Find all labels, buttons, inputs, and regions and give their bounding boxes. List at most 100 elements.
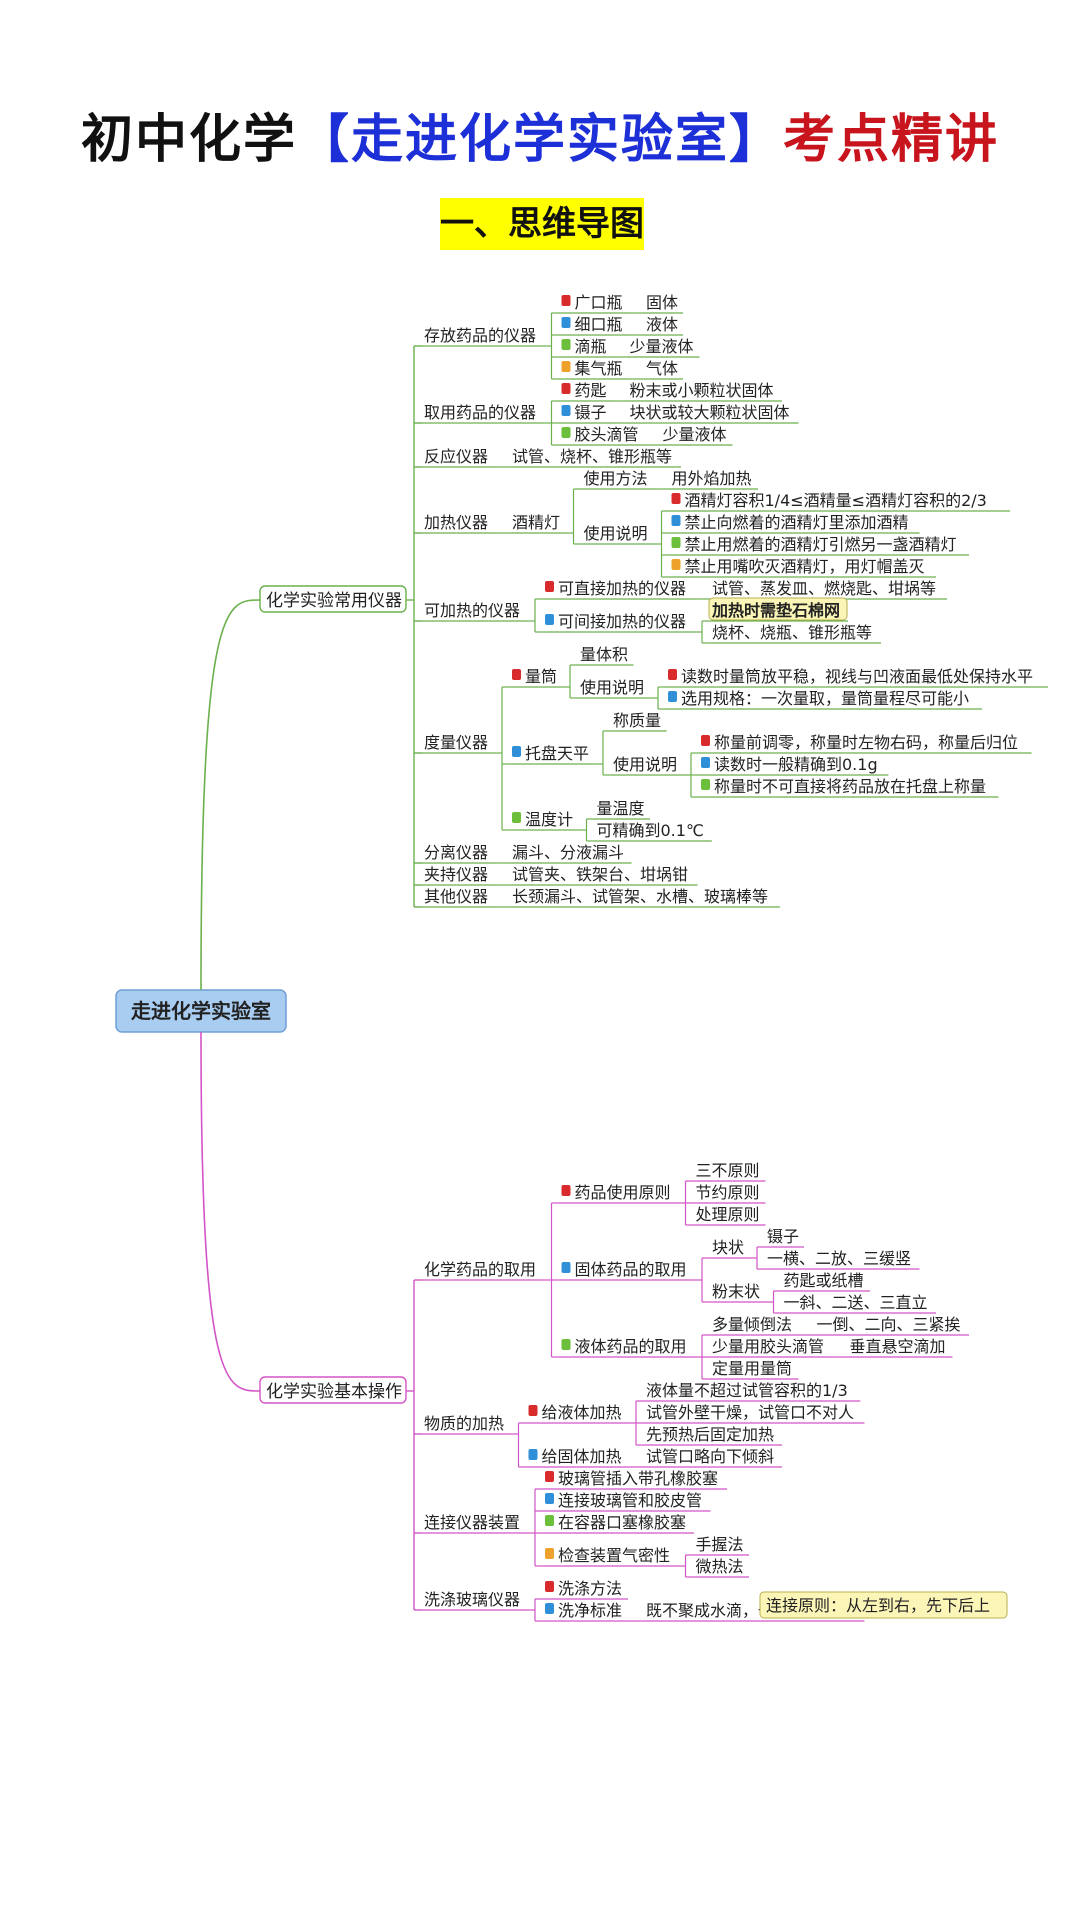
mindmap-node: 在容器口塞橡胶塞: [543, 1513, 694, 1534]
mindmap-label: 定量用量筒: [712, 1359, 792, 1378]
mindmap-label: 物质的加热: [424, 1414, 504, 1433]
mindmap-node: 可直接加热的仪器: [543, 579, 694, 600]
root-node: 走进化学实验室: [115, 989, 287, 1033]
mindmap-node: 手握法: [693, 1535, 749, 1556]
mindmap-node: 温度计: [510, 810, 579, 831]
mindmap-label: 粉末状: [712, 1282, 760, 1301]
mindmap-node: 块状: [710, 1238, 749, 1259]
mindmap-node: 连接玻璃管和胶皮管: [543, 1491, 711, 1512]
mindmap-label: 禁止向燃着的酒精灯里添加酒精: [685, 513, 909, 532]
mindmap-node: 夹持仪器: [422, 865, 494, 886]
main-branch-box: [259, 1376, 407, 1404]
mindmap-node: 使用说明: [581, 524, 654, 545]
mindmap-node: 使用说明: [578, 678, 650, 699]
callout-label: 连接原则：从左到右，先下后上: [766, 1596, 990, 1615]
number-badge-icon: [561, 1339, 571, 1350]
mindmap-node: 气体: [644, 359, 683, 380]
mindmap-label: 可间接加热的仪器: [558, 612, 686, 631]
mindmap-label: 块状: [712, 1238, 744, 1257]
mindmap-node: 取用药品的仪器: [422, 403, 544, 424]
mindmap-label: 处理原则: [696, 1205, 760, 1224]
mindmap-node: 胶头滴管: [559, 425, 645, 446]
mindmap-node: 连接仪器装置: [422, 1513, 527, 1534]
mindmap-node: 洗涤玻璃仪器: [422, 1590, 527, 1611]
number-badge-icon: [561, 383, 571, 394]
mindmap-node: 给固体加热: [526, 1447, 628, 1468]
mindmap-label: 酒精灯容积1/4≤酒精量≤酒精灯容积的2/3: [685, 491, 987, 510]
mindmap-label: 存放药品的仪器: [424, 326, 536, 345]
mindmap-label: 量体积: [580, 645, 628, 664]
section-heading: 一、思维导图: [440, 198, 644, 250]
note-highlight: [708, 597, 848, 621]
mindmap-label: 漏斗、分液漏斗: [512, 843, 624, 862]
mindmap-node: 读数时一般精确到0.1g: [699, 755, 889, 776]
number-badge-icon: [561, 361, 571, 372]
mindmap-node: 试管、蒸发皿、燃烧匙、坩埚等: [710, 579, 947, 600]
mindmap-label: 洗涤玻璃仪器: [424, 1590, 520, 1609]
mindmap-node: 镊子: [559, 403, 612, 424]
mindmap-label: 多量倾倒法: [712, 1315, 792, 1334]
mindmap-node: 一斜、二送、三直立: [781, 1293, 936, 1314]
mindmap-label: 少量用胶头滴管: [712, 1337, 824, 1356]
mindmap-node: 滴瓶: [559, 337, 612, 358]
mindmap-label: 液体: [646, 315, 678, 334]
mindmap-node: 垂直悬空滴加: [847, 1337, 953, 1358]
mindmap-label: 量筒: [525, 667, 557, 686]
mindmap-node: 禁止用燃着的酒精灯引燃另一盏酒精灯: [669, 535, 969, 556]
mindmap-label: 读数时量筒放平稳，视线与凹液面最低处保持水平: [681, 667, 1033, 686]
number-badge-icon: [561, 1262, 571, 1273]
mindmap-node: 加热时需垫石棉网: [708, 597, 848, 622]
main-branch: 化学实验基本操作: [259, 1376, 407, 1404]
mindmap-label: 连接仪器装置: [424, 1513, 520, 1532]
mindmap-node: 可加热的仪器: [422, 601, 527, 622]
number-badge-icon: [671, 559, 681, 570]
mindmap-node: 玻璃管插入带孔橡胶塞: [543, 1469, 727, 1490]
mindmap-node: 物质的加热: [422, 1414, 511, 1435]
mindmap-node: 细口瓶: [559, 315, 628, 336]
mindmap-label: 固体: [646, 293, 678, 312]
number-badge-icon: [561, 1185, 571, 1196]
mindmap-node: 少量用胶头滴管: [710, 1337, 832, 1358]
mindmap-node: 检查装置气密性: [543, 1546, 678, 1567]
mindmap-label: 药品使用原则: [575, 1183, 671, 1202]
mindmap-label: 集气瓶: [575, 359, 623, 378]
number-badge-icon: [512, 746, 521, 757]
mindmap-node: 三不原则: [693, 1161, 766, 1182]
mindmap-node: 试管外壁干燥，试管口不对人: [644, 1403, 865, 1424]
mindmap-label: 固体药品的取用: [575, 1260, 687, 1279]
number-badge-icon: [561, 295, 571, 306]
mindmap-label: 夹持仪器: [424, 865, 488, 884]
mindmap-node: 多量倾倒法: [710, 1315, 799, 1336]
mindmap-node: 处理原则: [693, 1205, 766, 1226]
number-badge-icon: [545, 1471, 554, 1482]
mindmap-label: 长颈漏斗、试管架、水槽、玻璃棒等: [512, 887, 768, 906]
mindmap-label: 可直接加热的仪器: [558, 579, 686, 598]
title-part-3: 考点精讲: [783, 110, 1000, 170]
mindmap-label: 化学药品的取用: [424, 1260, 536, 1279]
mindmap-label: 洗净标准: [558, 1601, 622, 1620]
mindmap-node: 镊子: [765, 1227, 804, 1248]
mindmap-node: 反应仪器: [422, 447, 494, 468]
mindmap-node: 药匙: [559, 381, 612, 402]
mindmap-label: 禁止用燃着的酒精灯引燃另一盏酒精灯: [685, 535, 957, 554]
mindmap-node: 量温度: [594, 799, 650, 820]
mindmap-node: 可精确到0.1℃: [594, 821, 712, 842]
mindmap-label: 检查装置气密性: [558, 1546, 670, 1565]
mindmap-label: 称量前调零，称量时左物右码，称量后归位: [714, 733, 1018, 752]
mindmap-label: 液体量不超过试管容积的1/3: [646, 1381, 848, 1400]
mindmap-node: 禁止向燃着的酒精灯里添加酒精: [669, 513, 920, 534]
number-badge-icon: [671, 537, 681, 548]
mindmap-label: 镊子: [767, 1227, 799, 1246]
mindmap-label: 一倒、二向、三紧挨: [817, 1315, 961, 1334]
number-badge-icon: [545, 1493, 554, 1504]
number-badge-icon: [545, 581, 554, 592]
mindmap-label: 连接玻璃管和胶皮管: [558, 1491, 702, 1510]
mindmap-label: 少量液体: [663, 425, 727, 444]
mindmap-node: 定量用量筒: [710, 1359, 799, 1380]
title-part-2: 【走进化学实验室】: [296, 110, 783, 170]
mindmap-node: 微热法: [693, 1557, 749, 1578]
number-badge-icon: [668, 691, 677, 702]
mindmap-node: 试管、烧杯、锥形瓶等: [510, 447, 681, 468]
mindmap-node: 粉末状: [710, 1282, 766, 1303]
mindmap-label: 温度计: [525, 810, 573, 829]
